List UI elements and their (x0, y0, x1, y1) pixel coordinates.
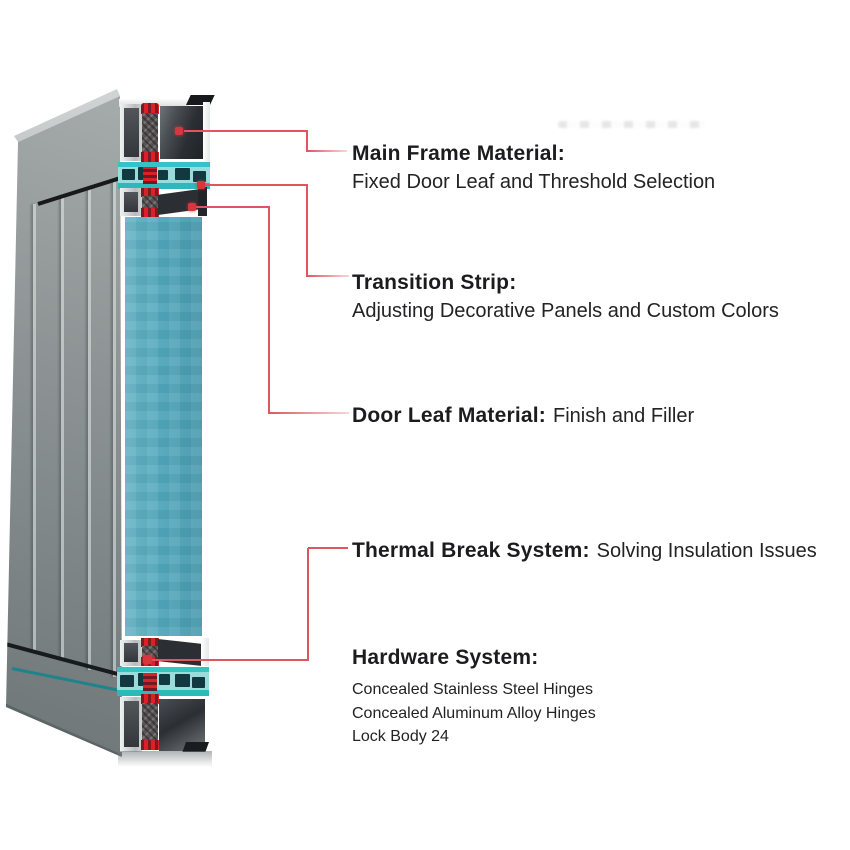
callout-title: Thermal Break System: (352, 539, 590, 562)
callout-main-frame: Main Frame Material: Fixed Door Leaf and… (352, 140, 715, 196)
panel-bottom-edge (6, 703, 121, 757)
leaf-rail-right-wall (201, 638, 209, 666)
thermal-break-strip (141, 638, 159, 647)
leader-line-transition-strip (307, 275, 349, 277)
callout-description: Solving Insulation Issues (596, 540, 817, 562)
gasket-seal (158, 170, 168, 180)
leader-dot-door-leaf (188, 203, 196, 211)
thermal-break-strip (141, 694, 159, 704)
panel-groove (113, 181, 116, 677)
leader-line-main-frame (307, 150, 347, 152)
panel-groove (33, 204, 36, 652)
gasket-teal-edge (117, 667, 209, 672)
callout-hardware: Hardware System: Concealed Stainless Ste… (352, 644, 596, 749)
panel-shadow-line-top (37, 175, 122, 206)
gasket-seal (175, 168, 190, 180)
callout-door-leaf: Door Leaf Material: Finish and Filler (352, 402, 694, 430)
thermal-break-strut (142, 196, 158, 209)
watermark-smudge (558, 121, 706, 128)
gasket-band-upper (118, 162, 210, 189)
main-frame-black-cap (186, 95, 215, 105)
hardware-item: Concealed Aluminum Alloy Hinges (352, 704, 596, 722)
callout-description: Adjusting Decorative Panels and Custom C… (352, 300, 779, 322)
insulation-core-panel (125, 217, 202, 636)
leader-line-door-leaf (268, 206, 270, 414)
thermal-break-strut (142, 113, 158, 153)
gasket-teal-edge (117, 690, 209, 696)
callout-title: Hardware System: (352, 646, 539, 669)
callout-title: Transition Strip: (352, 271, 517, 294)
leader-dot-transition-strip (197, 181, 205, 189)
thermal-break-strip (141, 740, 159, 750)
thermal-break-strip (141, 188, 159, 197)
leader-line-thermal-break (308, 547, 348, 549)
leader-line-thermal-break (307, 548, 309, 661)
thermal-break-strip (141, 103, 159, 114)
leader-line-main-frame (184, 130, 308, 132)
door-leaf-panel (6, 96, 122, 757)
threshold-ground-shadow (118, 751, 212, 767)
leader-line-door-leaf (196, 206, 270, 208)
gasket-band-lower (117, 667, 209, 696)
leaf-rail-groove-slot (124, 643, 138, 662)
threshold-groove-slot (124, 701, 139, 747)
leader-line-main-frame (306, 130, 308, 152)
thermal-break-strut (142, 703, 158, 741)
leaf-rail-groove-slot (124, 192, 138, 212)
thermal-break-strip (141, 152, 159, 162)
gasket-seal (122, 169, 135, 180)
leaf-rail-cavity (158, 639, 202, 666)
main-frame-groove-slot (124, 108, 139, 157)
leader-dot-main-frame (175, 127, 183, 135)
callout-transition-strip: Transition Strip: Adjusting Decorative P… (352, 269, 779, 325)
hardware-item: Concealed Stainless Steel Hinges (352, 681, 594, 698)
main-frame-right-wall (203, 102, 210, 162)
hardware-item: Lock Body 24 (352, 728, 449, 745)
callout-description: Fixed Door Leaf and Threshold Selection (352, 171, 716, 193)
thermal-break-strip (143, 167, 157, 184)
leader-dot-thermal-break (143, 655, 152, 664)
gasket-seal (193, 171, 206, 182)
callout-thermal-break: Thermal Break System: Solving Insulation … (352, 537, 817, 565)
gasket-seal (192, 677, 205, 688)
leaf-rail-right-bar (198, 187, 207, 216)
gasket-teal-edge (118, 162, 210, 167)
thermal-break-strip (141, 208, 159, 217)
panel-groove (88, 188, 91, 670)
leaf-rail-cavity (158, 189, 200, 215)
leader-line-door-leaf (269, 412, 349, 414)
gasket-seal (159, 674, 170, 685)
leader-line-thermal-break (150, 659, 309, 661)
leader-line-transition-strip (306, 184, 308, 277)
gasket-seal (175, 674, 190, 687)
gasket-teal-edge (118, 183, 210, 189)
callout-title: Main Frame Material: (352, 142, 565, 165)
thermal-break-strip (143, 673, 157, 691)
gasket-seal (120, 675, 134, 687)
panel-groove (61, 196, 64, 660)
leader-line-transition-strip (205, 184, 308, 186)
callout-description: Finish and Filler (553, 405, 695, 427)
callout-title: Door Leaf Material: (352, 404, 546, 427)
